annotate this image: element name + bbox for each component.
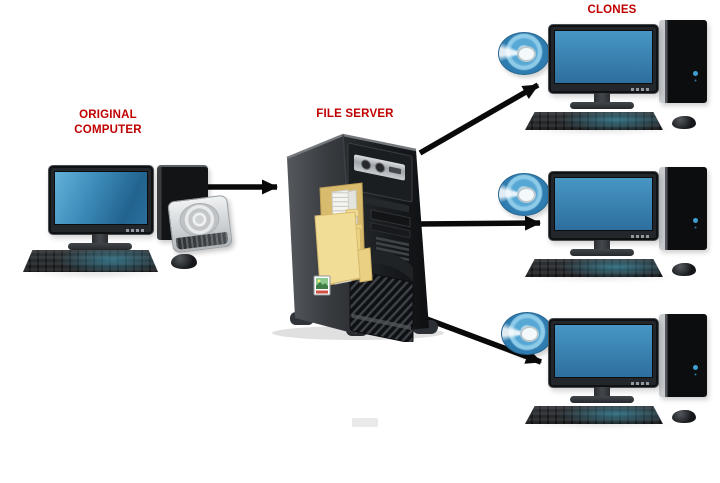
- clone-tower: [659, 314, 707, 397]
- clones-label: CLONES: [587, 4, 637, 16]
- clone-mouse: [672, 410, 696, 423]
- clone-tower: [659, 20, 707, 103]
- power-button: [693, 71, 698, 77]
- front-folder: [314, 211, 361, 287]
- monitor-buttons: [631, 235, 651, 238]
- vent-slat: [376, 236, 409, 247]
- monitor-stand-base: [570, 249, 634, 256]
- clone-monitor: [548, 24, 659, 94]
- monitor-stand-base: [570, 102, 634, 109]
- clone-monitor: [548, 171, 659, 241]
- folders-icon: [313, 182, 373, 296]
- shadow: [25, 268, 165, 278]
- original-computer-illustration: [20, 152, 233, 287]
- cd-hub: [516, 45, 536, 62]
- shadow: [520, 126, 680, 134]
- clone-mouse: [672, 263, 696, 276]
- grille-trim: [352, 313, 411, 330]
- monitor-buttons: [126, 229, 146, 232]
- original-screen: [54, 171, 148, 225]
- vent-slat: [376, 246, 409, 257]
- monitor-stand-neck: [594, 93, 610, 102]
- drive-bay: [370, 209, 411, 228]
- power-button: [693, 218, 698, 224]
- clone-keyboard: [525, 259, 663, 277]
- power-button: [693, 365, 698, 371]
- clone-monitor: [548, 318, 659, 388]
- original-mouse: [171, 254, 197, 269]
- original-monitor: [48, 165, 154, 235]
- original-computer-label: ORIGINAL COMPUTER: [74, 109, 142, 136]
- shadow: [520, 420, 680, 428]
- file-server-label: FILE SERVER: [316, 108, 394, 120]
- video-scrubber-artifact: [352, 418, 378, 427]
- shadow: [520, 273, 680, 281]
- monitor-stand-base: [570, 396, 634, 403]
- monitor-stand-neck: [594, 240, 610, 249]
- clone-computer-1: [488, 18, 713, 136]
- clone-screen: [554, 30, 653, 84]
- monitor-stand-base: [68, 243, 132, 250]
- photo-icon: [313, 275, 331, 296]
- cd-disc-icon: [501, 312, 553, 355]
- file-server-illustration: [272, 133, 444, 342]
- drive-bay: [370, 222, 411, 239]
- drive-knob: [375, 162, 385, 173]
- clone-tower: [659, 167, 707, 250]
- clone-screen: [554, 177, 653, 231]
- drive-knob: [361, 159, 371, 170]
- vent-slat: [376, 241, 409, 252]
- clone-keyboard: [525, 112, 663, 130]
- drive-slot: [389, 166, 401, 175]
- clone-screen: [554, 324, 653, 378]
- monitor-stand-neck: [92, 234, 108, 243]
- clone-keyboard: [525, 406, 663, 424]
- cd-disc-icon: [498, 32, 550, 75]
- clone-computer-3: [488, 312, 713, 430]
- clone-mouse: [672, 116, 696, 129]
- monitor-buttons: [631, 382, 651, 385]
- hard-drive-icon: [167, 194, 233, 254]
- clone-computer-2: [488, 165, 713, 283]
- monitor-buttons: [631, 88, 651, 91]
- cd-hub: [516, 186, 536, 203]
- cd-hub: [519, 325, 539, 342]
- original-keyboard: [23, 250, 158, 272]
- monitor-stand-neck: [594, 387, 610, 396]
- cd-disc-icon: [498, 173, 550, 216]
- hard-drive-connector: [175, 231, 229, 250]
- server-panel-divider: [352, 193, 409, 213]
